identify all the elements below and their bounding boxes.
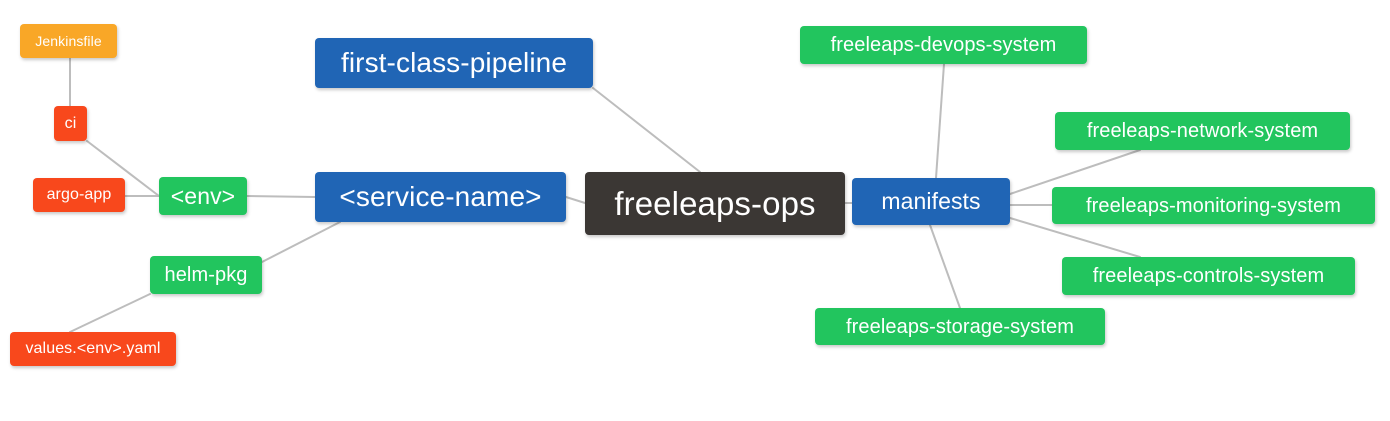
edge-manifests-to-freeleaps-devops-system	[935, 63, 945, 179]
node-label-argo-app: argo-app	[46, 186, 112, 203]
node-freeleaps-storage-system[interactable]: freeleaps-storage-system	[815, 308, 1105, 345]
node-values-yaml[interactable]: values.<env>.yaml	[10, 332, 176, 366]
edge-env-to-service-name	[246, 195, 316, 198]
node-label-service-name: <service-name>	[339, 181, 542, 212]
node-label-ci: ci	[64, 114, 77, 132]
node-freeleaps-monitoring-system[interactable]: freeleaps-monitoring-system	[1052, 187, 1375, 224]
edge-first-class-pipeline-to-freeleaps-ops	[592, 87, 701, 173]
node-label-freeleaps-monitoring-system: freeleaps-monitoring-system	[1085, 194, 1341, 217]
node-first-class-pipeline[interactable]: first-class-pipeline	[315, 38, 593, 88]
node-helm-pkg[interactable]: helm-pkg	[150, 256, 262, 294]
node-label-freeleaps-storage-system: freeleaps-storage-system	[845, 315, 1075, 338]
node-freeleaps-ops[interactable]: freeleaps-ops	[585, 172, 845, 235]
node-label-jenkinsfile: Jenkinsfile	[35, 33, 102, 49]
node-label-values-yaml: values.<env>.yaml	[25, 340, 161, 357]
node-freeleaps-devops-system[interactable]: freeleaps-devops-system	[800, 26, 1087, 64]
node-label-manifests: manifests	[881, 188, 981, 214]
edge-service-name-to-freeleaps-ops	[565, 196, 586, 204]
node-ci[interactable]: ci	[54, 106, 87, 141]
node-label-freeleaps-devops-system: freeleaps-devops-system	[830, 34, 1057, 56]
node-label-freeleaps-network-system: freeleaps-network-system	[1086, 120, 1319, 142]
node-label-freeleaps-controls-system: freeleaps-controls-system	[1092, 265, 1325, 287]
edge-manifests-to-freeleaps-storage-system	[929, 224, 961, 309]
node-env[interactable]: <env>	[159, 177, 247, 215]
node-service-name[interactable]: <service-name>	[315, 172, 566, 222]
edge-values-yaml-to-helm-pkg	[69, 293, 151, 333]
edge-helm-pkg-to-service-name	[261, 221, 341, 263]
node-manifests[interactable]: manifests	[852, 178, 1010, 225]
node-argo-app[interactable]: argo-app	[33, 178, 125, 212]
node-label-helm-pkg: helm-pkg	[164, 264, 248, 286]
node-freeleaps-network-system[interactable]: freeleaps-network-system	[1055, 112, 1350, 150]
node-label-first-class-pipeline: first-class-pipeline	[340, 47, 568, 78]
node-label-freeleaps-ops: freeleaps-ops	[614, 185, 816, 222]
node-label-env: <env>	[170, 182, 236, 209]
node-freeleaps-controls-system[interactable]: freeleaps-controls-system	[1062, 257, 1355, 295]
node-jenkinsfile[interactable]: Jenkinsfile	[20, 24, 117, 58]
